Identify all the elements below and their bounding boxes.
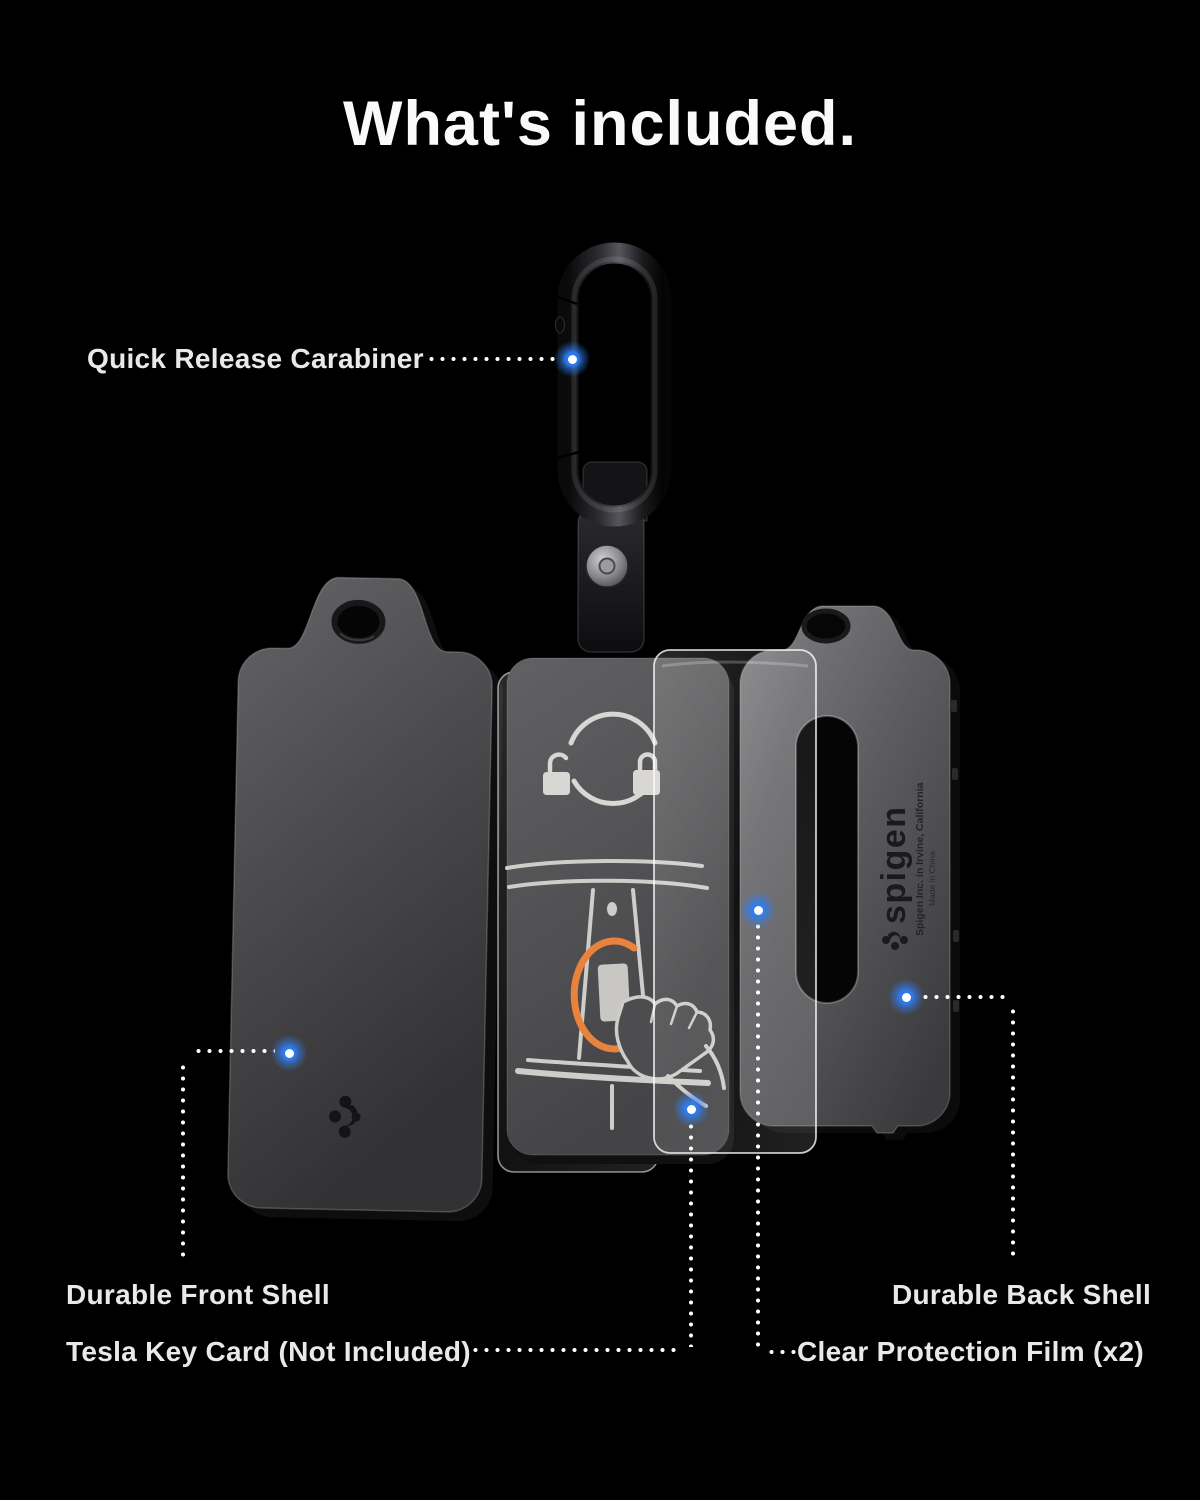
callout-dot-carabiner	[553, 340, 591, 378]
callout-dot-key-card	[672, 1090, 710, 1128]
connector-front-shell-v	[181, 1062, 185, 1262]
open-padlock-icon	[543, 752, 570, 795]
back-shell-origin-line: Made in China	[927, 851, 937, 906]
spigen-print: spigen Spigen Inc. in Irvine, California…	[875, 782, 937, 950]
front-shell-hole	[331, 599, 386, 644]
back-shell-brand: spigen	[875, 805, 913, 924]
side-notches	[951, 700, 959, 1012]
label-front-shell: Durable Front Shell	[66, 1279, 330, 1310]
quick-release-gate	[555, 294, 580, 460]
connector-film-h	[766, 1350, 796, 1354]
connector-film-v	[756, 921, 760, 1351]
back-shell-company-line: Spigen Inc. in Irvine, California	[914, 782, 926, 936]
front-shell	[227, 576, 503, 1222]
protection-film-front	[653, 649, 817, 1154]
page-title: What's included.	[342, 89, 857, 159]
label-key-card: Tesla Key Card (Not Included)	[66, 1336, 471, 1367]
connector-back-shell-v	[1011, 1006, 1015, 1262]
callout-dot-front-shell	[270, 1034, 308, 1072]
carabiner	[555, 242, 672, 653]
connector-back-shell-h	[920, 995, 1010, 999]
label-film: Clear Protection Film (x2)	[797, 1336, 1144, 1367]
spigen-logo-mark	[329, 1095, 361, 1138]
spigen-print-mark	[882, 931, 908, 950]
callout-dot-back-shell	[887, 978, 925, 1016]
gate-button	[555, 316, 565, 334]
label-back-shell: Durable Back Shell	[892, 1279, 1152, 1310]
connector-key-card-h	[470, 1348, 682, 1352]
label-carabiner: Quick Release Carabiner	[87, 343, 424, 374]
connector-key-card-v	[689, 1121, 693, 1347]
back-shell-hole	[801, 608, 851, 644]
callout-dot-film	[739, 891, 777, 929]
connector-front-shell-h	[193, 1049, 275, 1053]
connector-carabiner	[426, 357, 556, 361]
carabiner-strap	[577, 461, 648, 653]
